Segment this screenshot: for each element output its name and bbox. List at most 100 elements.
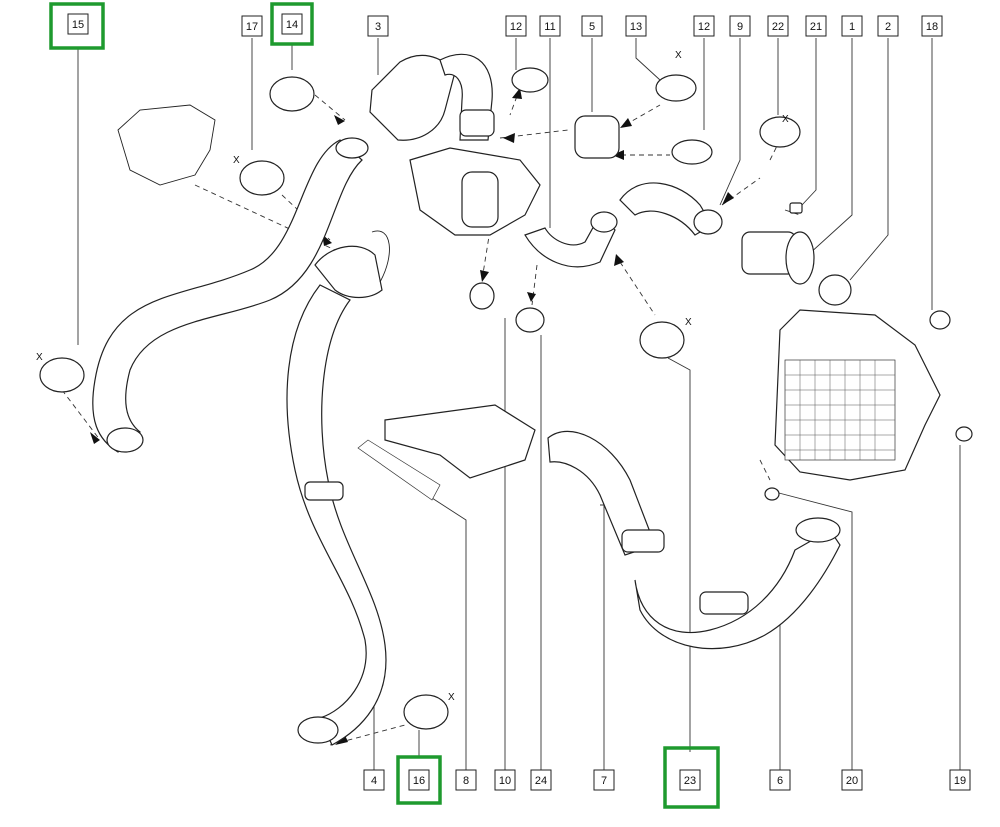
label-7-text: 7	[601, 775, 607, 787]
label-18-text: 18	[926, 21, 938, 33]
clamp-10	[469, 282, 495, 310]
clamp-17	[239, 160, 285, 196]
label-23: 23	[663, 746, 720, 809]
label-20: 20	[841, 769, 863, 791]
label-22: 22	[767, 15, 789, 37]
label-1-text: 1	[849, 21, 855, 33]
pipe-11	[524, 214, 616, 268]
sleeve-5	[574, 115, 620, 159]
dim-x-1: X	[233, 155, 240, 166]
label-7: 7	[593, 769, 615, 791]
grommet-20	[764, 487, 780, 501]
label-5: 5	[581, 15, 603, 37]
pipe-11-end	[590, 211, 618, 233]
leader-2	[849, 38, 889, 281]
label-3: 3	[367, 15, 389, 37]
label-17-text: 17	[246, 21, 258, 33]
hose-4-elbow	[314, 245, 383, 299]
sensor-1-flange	[785, 231, 815, 285]
hose-4-end	[297, 716, 339, 744]
label-4: 4	[363, 769, 385, 791]
highlight-15	[49, 2, 105, 50]
label-12a: 12	[505, 15, 527, 37]
clamp-14	[269, 76, 315, 112]
label-8-text: 8	[463, 775, 469, 787]
label-12b-text: 12	[698, 21, 710, 33]
leader-23	[667, 357, 691, 752]
label-10-text: 10	[499, 775, 511, 787]
label-13: 13	[625, 15, 647, 37]
label-3-text: 3	[375, 21, 381, 33]
highlight-16	[396, 755, 442, 805]
leader-lines	[77, 38, 961, 772]
dim-x-4: X	[685, 317, 692, 328]
dim-x-3: X	[675, 50, 682, 61]
intercooler-core-grid	[785, 360, 895, 460]
clamp-9	[693, 209, 723, 235]
label-11-text: 11	[544, 21, 555, 33]
label-18: 18	[921, 15, 943, 37]
label-4-text: 4	[371, 775, 377, 787]
hose-4-strap	[371, 230, 390, 283]
engine-block-outline	[117, 104, 216, 186]
label-12a-text: 12	[510, 21, 522, 33]
label-10: 10	[494, 769, 516, 791]
hose-15-end	[106, 427, 144, 453]
label-19-text: 19	[954, 775, 966, 787]
label-14-text: 14	[286, 19, 298, 31]
label-15-text: 15	[72, 19, 84, 31]
label-24: 24	[530, 769, 552, 791]
label-22-text: 22	[772, 21, 784, 33]
hose-6-end	[795, 517, 841, 543]
leader-1	[807, 38, 853, 256]
label-16-text: 16	[413, 775, 425, 787]
label-16: 16	[396, 755, 442, 805]
hose-6-collar	[699, 591, 749, 615]
hose-6	[634, 529, 841, 650]
clamp-12b	[671, 139, 713, 165]
label-24-text: 24	[535, 775, 547, 787]
dim-x-6: X	[782, 114, 789, 125]
arrow-heads	[90, 88, 734, 745]
leader-9	[719, 38, 741, 206]
part-labels: 15 17 14 3 12 11 5 13	[49, 2, 971, 809]
heat-shield	[384, 404, 536, 479]
bolt-21	[789, 202, 803, 214]
label-13-text: 13	[630, 21, 642, 33]
label-1: 1	[841, 15, 863, 37]
label-14: 14	[270, 2, 314, 46]
hose-15	[92, 139, 363, 453]
clamp-23	[639, 321, 685, 359]
o-ring-2	[818, 274, 852, 306]
dimension-marks: X X X X X X	[36, 50, 789, 703]
label-20-text: 20	[846, 775, 858, 787]
throttle-body-neck	[461, 171, 499, 228]
highlight-14	[270, 2, 314, 46]
leader-8	[431, 497, 467, 772]
label-9-text: 9	[737, 21, 743, 33]
label-9: 9	[729, 15, 751, 37]
leader-20	[774, 491, 853, 772]
label-5-text: 5	[589, 21, 595, 33]
inlet-elbow-3	[369, 54, 456, 141]
label-6: 6	[769, 769, 791, 791]
clamp-22	[759, 116, 801, 148]
leader-21	[801, 38, 817, 206]
clamp-16	[403, 694, 449, 730]
hose-4-collar	[304, 481, 344, 501]
label-11: 11	[539, 15, 561, 37]
label-21: 21	[805, 15, 827, 37]
label-2-text: 2	[885, 21, 891, 33]
sleeve-5-left	[459, 109, 495, 137]
clamp-24	[515, 307, 545, 333]
leader-13	[635, 38, 661, 81]
clamp-12a	[511, 67, 549, 93]
label-19: 19	[949, 769, 971, 791]
grommet-18	[929, 310, 951, 330]
hose-clamps	[39, 67, 801, 730]
dim-x-5: X	[448, 692, 455, 703]
label-23-text: 23	[684, 775, 696, 787]
hose-15-top-end	[335, 137, 369, 159]
label-15: 15	[49, 2, 105, 50]
